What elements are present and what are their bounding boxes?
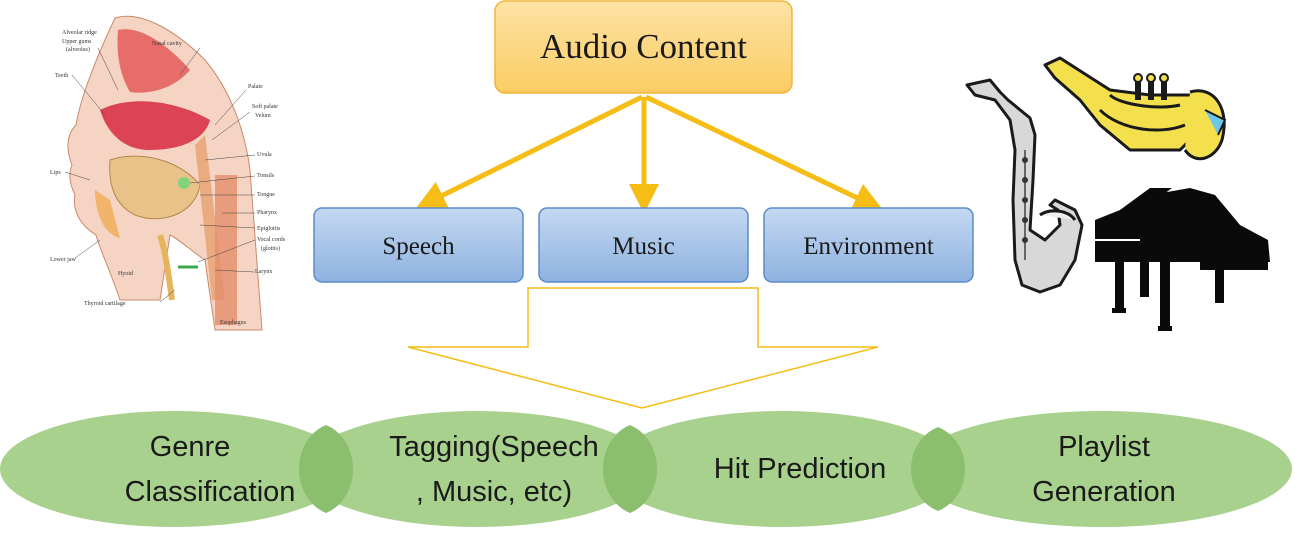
application-playlist-line2: Generation — [1032, 476, 1176, 508]
anatomy-label-uvula: Uvula — [257, 152, 272, 158]
arrow-to-environment — [644, 94, 884, 212]
grand-piano-icon — [1095, 188, 1270, 331]
anatomy-label-pharynx: Pharynx — [257, 210, 277, 216]
trumpet-icon — [1043, 56, 1227, 161]
arrow-to-speech — [415, 94, 644, 209]
ellipse-hit-prediction — [609, 411, 957, 527]
category-node-environment: Environment — [763, 207, 974, 283]
anatomy-label-larynx: Larynx — [255, 269, 272, 275]
anatomy-label-glottis: (glottis) — [261, 245, 280, 252]
application-playlist-line1: Playlist — [1058, 431, 1150, 463]
anatomy-label-teeth: Teeth — [55, 73, 68, 79]
ellipse-genre-classification — [0, 411, 348, 527]
ellipse-overlaps — [299, 425, 965, 513]
anatomy-label-epiglottis: Epiglottis — [257, 226, 281, 232]
application-genre-line2: Classification — [125, 476, 296, 508]
anatomy-label-lower-jaw: Lower jaw — [50, 257, 76, 263]
anatomy-label-upper-gums: Upper gums — [62, 39, 92, 45]
connector-arrows — [415, 94, 884, 214]
ellipse-tagging — [303, 411, 651, 527]
saxophone-icon — [965, 78, 1084, 294]
anatomy-label-thyroid-cartilage: Thyroid cartilage — [84, 301, 126, 307]
ellipse-playlist-generation — [912, 411, 1292, 527]
application-tagging-line1: Tagging(Speech — [389, 431, 599, 463]
anatomy-label-lips: Lips — [50, 170, 61, 176]
category-label-environment: Environment — [803, 233, 934, 260]
speech-anatomy-illustration: Alveolar ridge Upper gums (alveolus) Nas… — [50, 15, 286, 331]
anatomy-label-esophagus: Esophagus — [220, 320, 247, 326]
root-node-label: Audio Content — [540, 27, 747, 66]
anatomy-label-alveolar-ridge: Alveolar ridge — [62, 30, 97, 36]
anatomy-label-velum: Velum — [255, 113, 271, 119]
anatomy-label-tonsils: Tonsils — [257, 173, 275, 179]
anatomy-label-nasal-cavity: Nasal cavity — [152, 41, 182, 47]
category-label-speech: Speech — [382, 233, 455, 260]
category-node-music: Music — [538, 207, 749, 283]
application-genre-line1: Genre — [150, 431, 231, 463]
anatomy-label-alveolus: (alveolus) — [66, 46, 90, 53]
anatomy-label-hyoid: Hyoid — [118, 271, 133, 277]
application-hit-prediction: Hit Prediction — [714, 453, 886, 485]
merge-arrow-outline — [407, 287, 879, 409]
application-tagging-line2: , Music, etc) — [416, 476, 572, 508]
category-node-speech: Speech — [313, 207, 524, 283]
application-ellipses — [0, 411, 1292, 527]
anatomy-label-soft-palate: Soft palate — [252, 103, 278, 110]
anatomy-label-tongue: Tongue — [257, 192, 275, 198]
anatomy-label-palate: Palate — [248, 84, 263, 90]
category-label-music: Music — [612, 233, 675, 260]
root-node-audio-content: Audio Content — [494, 0, 793, 94]
anatomy-label-vocal-cords: Vocal cords — [257, 237, 286, 243]
